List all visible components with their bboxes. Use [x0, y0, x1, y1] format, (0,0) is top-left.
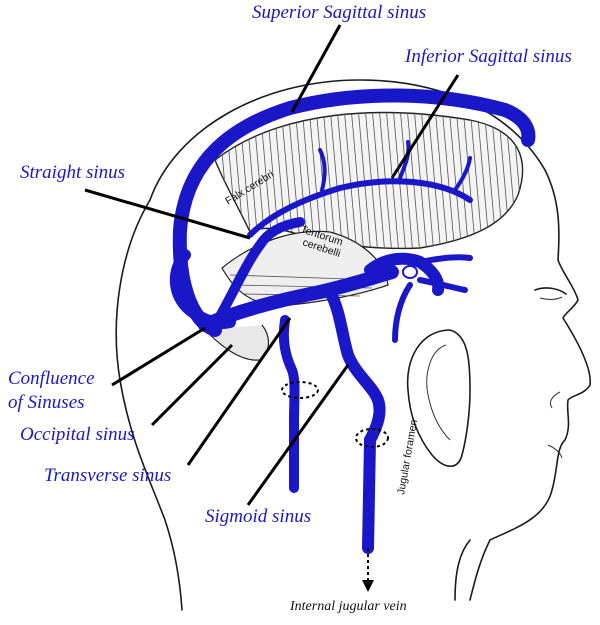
- head-outline: [115, 79, 591, 611]
- label-inferior-sagittal-sinus: Inferior Sagittal sinus: [404, 46, 572, 67]
- falx-hatch-line: [377, 112, 393, 249]
- pointer-inferior-sagittal: [390, 74, 460, 179]
- jugular-foramen-marker: [355, 428, 389, 448]
- venous-sinuses: [169, 88, 536, 554]
- occipital-sinus: [278, 315, 300, 493]
- sigmoid-sinus: [324, 286, 386, 446]
- label-occipital-sinus: Occipital sinus: [20, 424, 135, 445]
- pointer-lines: [84, 24, 460, 506]
- falx-hatch-line: [447, 112, 463, 249]
- falx-hatch-line: [440, 112, 456, 249]
- falx-hatch-line: [328, 112, 344, 249]
- falx-hatch-line: [335, 112, 351, 249]
- inferior-sagittal-sinus: [247, 178, 473, 238]
- ear-outline: [406, 329, 471, 468]
- label-superior-sagittal-sinus: Superior Sagittal sinus: [252, 2, 426, 23]
- label-sigmoid-sinus: Sigmoid sinus: [205, 506, 311, 527]
- falx-hatch-line: [405, 112, 421, 249]
- falx-hatch-line: [398, 112, 414, 249]
- pointer-confluence: [111, 326, 206, 387]
- falx-hatch-line: [363, 112, 379, 249]
- falx-hatch-line: [349, 112, 365, 249]
- pointer-transverse: [186, 317, 292, 466]
- falx-hatch-line: [419, 112, 435, 249]
- falx-hatch-line: [391, 112, 407, 249]
- falx-hatch-line: [412, 112, 428, 249]
- falx-hatch-line: [342, 112, 358, 249]
- falx-hatch-line: [433, 112, 449, 249]
- falx-hatch-line: [461, 112, 477, 249]
- foramen-markers: [281, 381, 389, 448]
- falx-hatch-line: [356, 112, 372, 249]
- falx-hatch-line: [468, 112, 484, 249]
- falx-hatch-line: [307, 112, 323, 249]
- label-transverse-sinus: Transverse sinus: [44, 465, 171, 486]
- pointer-sigmoid: [246, 364, 350, 506]
- label-straight-sinus: Straight sinus: [20, 162, 125, 183]
- falx-hatch-line: [314, 112, 330, 249]
- transverse-sinus: [198, 265, 399, 332]
- jugular-foramen-label: Jugular foramen: [395, 419, 420, 496]
- straight-sinus: [210, 217, 305, 330]
- internal-jugular-vein-path: [362, 434, 376, 554]
- label-confluence-line1: Confluence: [8, 368, 95, 389]
- label-internal-jugular-vein: Internal jugular vein: [289, 599, 407, 614]
- pointer-straight: [84, 188, 251, 240]
- falx-hatch-line: [300, 112, 316, 249]
- jugular-arrow: [362, 548, 374, 592]
- label-confluence-line2: of Sinuses: [8, 392, 85, 413]
- falx-hatch-line: [321, 112, 337, 249]
- foramen-magnum-marker: [281, 381, 319, 399]
- pointer-occipital: [150, 343, 234, 427]
- falx-hatch-line: [384, 112, 400, 249]
- pointer-superior-sagittal: [290, 24, 342, 113]
- falx-hatch-line: [370, 112, 386, 249]
